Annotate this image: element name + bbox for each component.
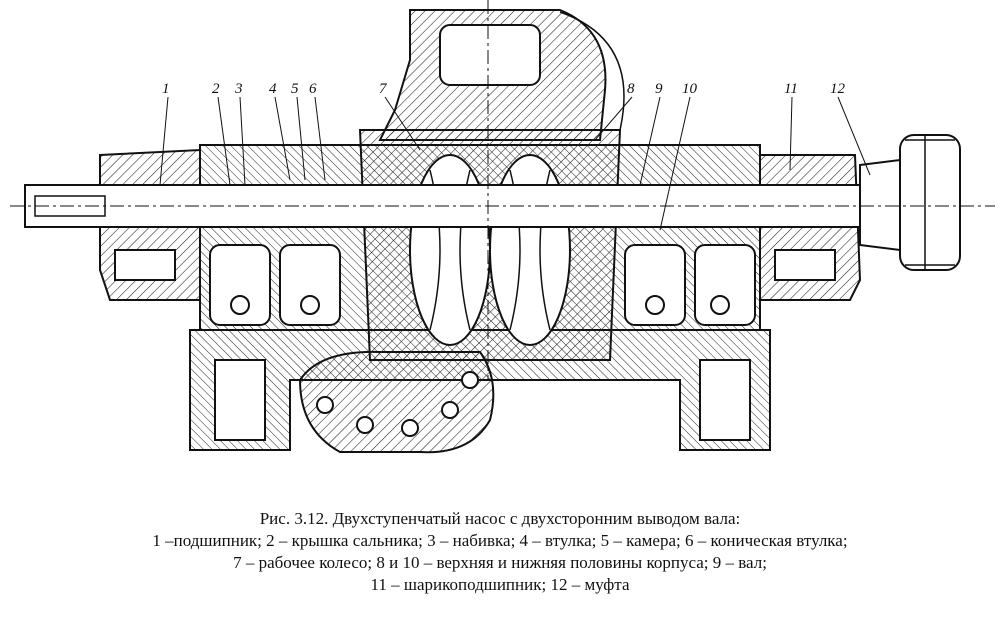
pump-body — [24, 9, 961, 454]
coupling — [859, 158, 901, 252]
callout-10: 10 — [682, 81, 698, 97]
left-chamber-b — [279, 244, 341, 326]
upper-chamber — [439, 24, 541, 86]
right-leg-window — [699, 359, 751, 441]
center-lines — [10, 0, 995, 380]
callout-8: 8 — [627, 81, 635, 97]
left-leg-window — [214, 359, 266, 441]
callout-11: 11 — [784, 81, 798, 97]
impeller-2 — [489, 154, 571, 346]
coupling-hub — [899, 134, 961, 271]
caption-title: Рис. 3.12. Двухступенчатый насос с двухс… — [259, 509, 741, 528]
callout-3: 3 — [234, 81, 243, 97]
callout-4: 4 — [269, 81, 277, 97]
callout-labels: 1 2 3 4 5 6 7 8 9 10 11 12 — [162, 81, 846, 97]
caption-line-1: 1 –подшипник; 2 – крышка сальника; 3 – н… — [152, 531, 848, 550]
figure-caption: Рис. 3.12. Двухступенчатый насос с двухс… — [0, 508, 1000, 596]
callout-2: 2 — [212, 81, 220, 97]
caption-line-3: 11 – шарикоподшипник; 12 – муфта — [370, 575, 630, 594]
callout-7: 7 — [379, 81, 388, 97]
right-chamber-a — [624, 244, 686, 326]
callout-5: 5 — [291, 81, 299, 97]
callout-1: 1 — [162, 81, 170, 97]
impeller-1 — [409, 154, 491, 346]
callout-leaders — [159, 96, 871, 231]
discharge-flange — [298, 350, 495, 454]
callout-6: 6 — [309, 81, 317, 97]
left-chamber-a — [209, 244, 271, 326]
pump-cross-section-drawing: 1 2 3 4 5 6 7 8 9 10 11 12 — [10, 0, 995, 454]
caption-line-2: 7 – рабочее колесо; 8 и 10 – верхняя и н… — [233, 553, 767, 572]
callout-9: 9 — [655, 81, 663, 97]
callout-12: 12 — [830, 81, 846, 97]
